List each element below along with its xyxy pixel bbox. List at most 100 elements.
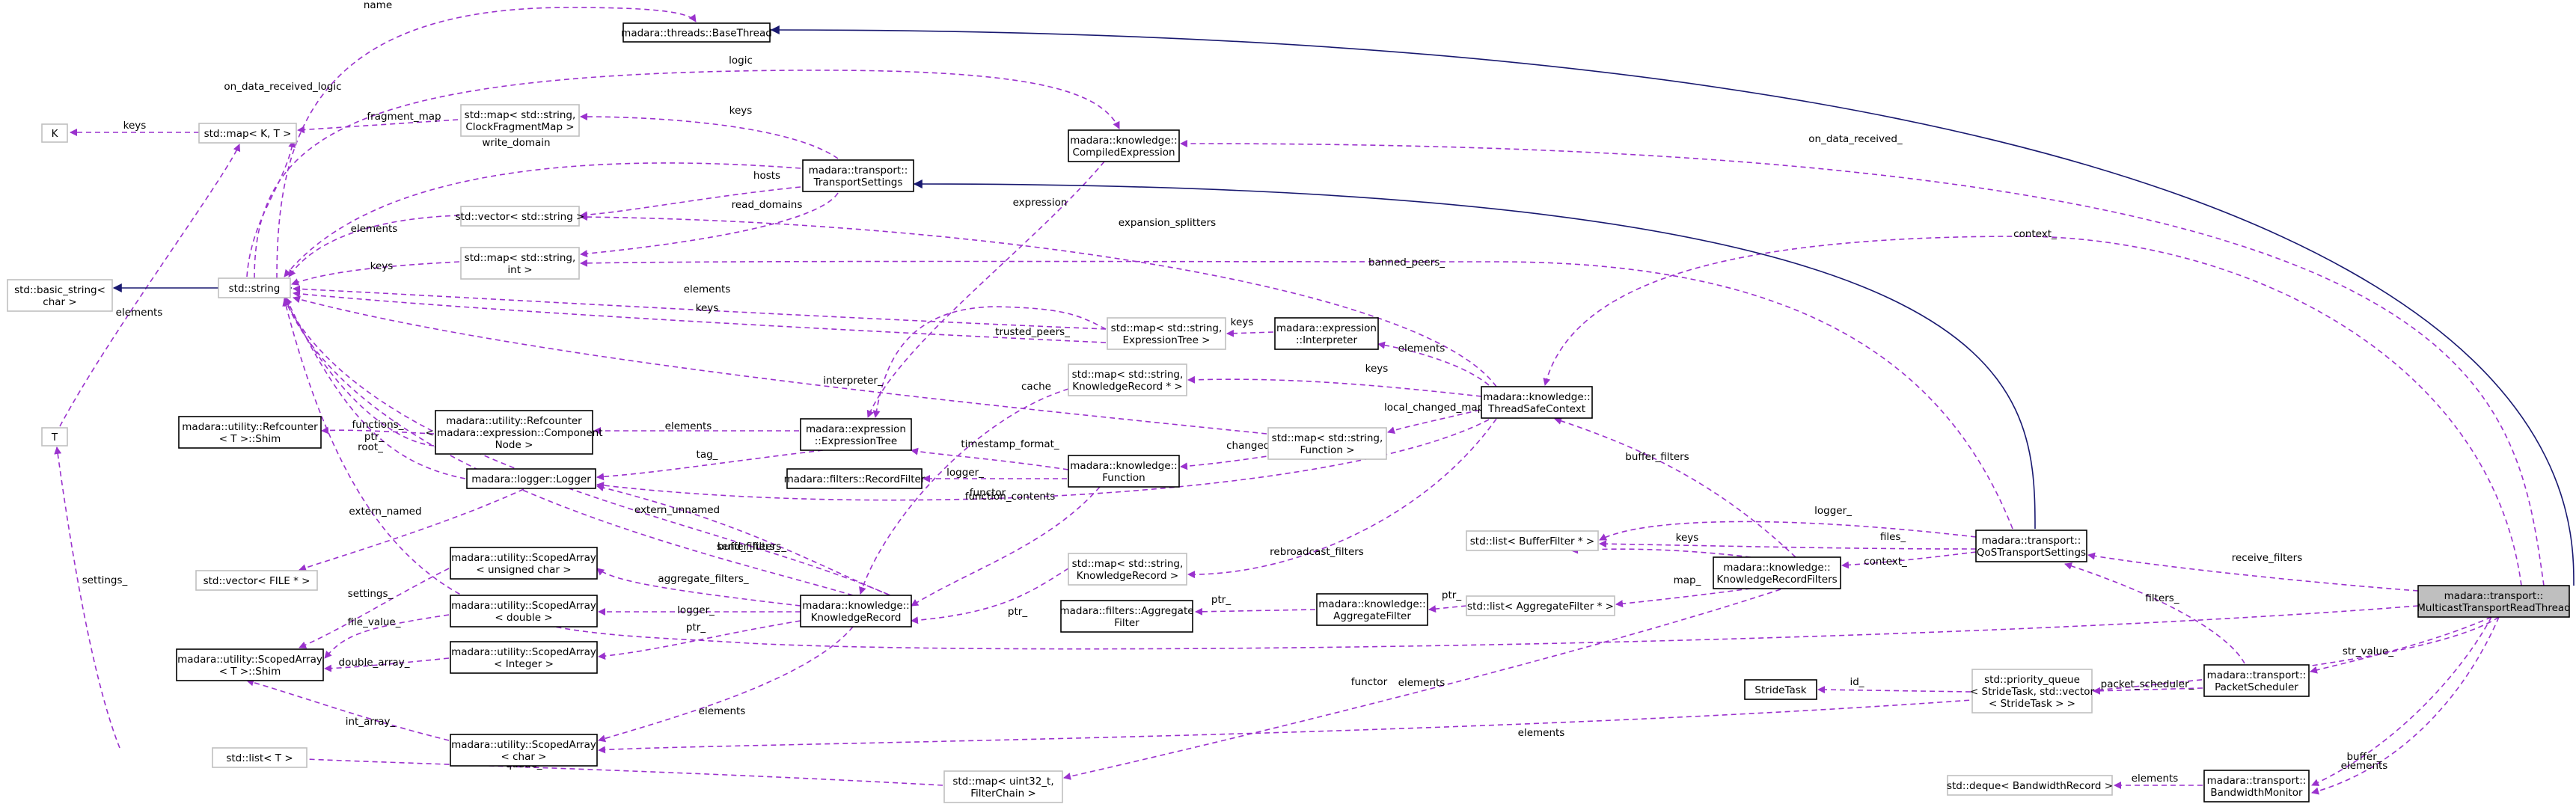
usage-edge — [1615, 588, 1752, 608]
class-node-function[interactable]: madara::knowledge::Function — [1068, 455, 1180, 488]
edge-label: elements — [665, 420, 712, 432]
class-node-label: std::map< std::string, — [1072, 369, 1184, 381]
class-node-list-aggregate[interactable]: std::list< AggregateFilter * > — [1466, 595, 1615, 616]
class-node-multicast[interactable]: madara::transport::MulticastTransportRea… — [2417, 585, 2571, 618]
class-node-box — [1267, 427, 1387, 460]
class-node-box — [460, 104, 580, 137]
usage-edge — [293, 295, 1267, 435]
class-node-bandwidth-monitor[interactable]: madara::transport::BandwidthMonitor — [2203, 770, 2310, 803]
class-node-scoped-char[interactable]: madara::utility::ScopedArray< char > — [450, 734, 598, 767]
class-node-k[interactable]: K — [41, 123, 68, 143]
edge-label: aggregate_filters_ — [658, 573, 749, 585]
class-node-aggregate-filter-k[interactable]: madara::knowledge::AggregateFilter — [1316, 593, 1428, 626]
edge-label: tag_ — [697, 449, 718, 461]
edge-label: ptr_ — [1442, 589, 1461, 601]
class-node-label: QoSTransportSettings — [1977, 547, 2086, 559]
class-node-threadsafe[interactable]: madara::knowledge::ThreadSafeContext — [1481, 386, 1593, 419]
class-node-label: KnowledgeRecord — [811, 612, 902, 624]
class-node-list-t[interactable]: std::list< T > — [212, 747, 308, 768]
usage-edge — [1226, 329, 1274, 337]
class-node-priority-queue[interactable]: std::priority_queue< StrideTask, std::ve… — [1970, 669, 2095, 714]
class-node-base-thread[interactable]: madara::threads::BaseThread — [621, 22, 772, 43]
class-node-qos[interactable]: madara::transport::QoSTransportSettings — [1975, 530, 2087, 562]
class-node-label: < T >::Shim — [219, 666, 281, 678]
class-node-scoped-shim[interactable]: madara::utility::ScopedArray< T >::Shim — [176, 648, 324, 681]
class-node-interpreter[interactable]: madara::expression::Interpreter — [1274, 317, 1379, 350]
class-node-label: std::map< std::string, — [465, 109, 576, 121]
class-node-knowledge-record[interactable]: madara::knowledge::KnowledgeRecord — [800, 595, 912, 627]
edge-label: ptr_ — [686, 622, 706, 633]
edge-label: ptr_ — [1008, 606, 1027, 618]
usage-edge — [580, 259, 2013, 530]
usage-edge — [598, 620, 801, 660]
class-node-basic-string[interactable]: std::basic_string<char > — [7, 279, 113, 312]
class-node-vector-string[interactable]: std::vector< std::string > — [456, 206, 585, 227]
usage-edge — [246, 678, 450, 741]
class-node-box — [800, 595, 912, 627]
class-node-record-filter[interactable]: madara::filters::RecordFilter — [784, 468, 926, 489]
class-node-map-k-t[interactable]: std::map< K, T > — [198, 123, 297, 144]
class-node-scoped-uchar[interactable]: madara::utility::ScopedArray< unsigned c… — [450, 547, 598, 580]
class-node-map-int[interactable]: std::map< std::string,int > — [460, 247, 580, 280]
class-node-label: int > — [507, 264, 532, 276]
class-node-list-buffer[interactable]: std::list< BufferFilter * > — [1466, 530, 1599, 551]
class-node-label: std::deque< BandwidthRecord > — [1947, 780, 2113, 792]
class-node-deque-bw[interactable]: std::deque< BandwidthRecord > — [1947, 775, 2113, 796]
class-node-scoped-double[interactable]: madara::utility::ScopedArray< double > — [450, 595, 598, 627]
edges-layer — [54, 7, 2575, 795]
edge-label: buffer_filters — [1625, 451, 1689, 463]
class-node-refcounter-shim[interactable]: madara::utility::Refcounter< T >::Shim — [178, 416, 322, 449]
class-node-aggregate-filter-f[interactable]: madara::filters::AggregateFilter — [1059, 600, 1194, 633]
class-node-stride-task[interactable]: StrideTask — [1744, 679, 1817, 700]
class-node-label: std::priority_queue — [1984, 674, 2080, 686]
class-node-label: std::list< BufferFilter * > — [1470, 536, 1594, 547]
usage-edge — [321, 426, 435, 435]
class-node-map-kr-ptr[interactable]: std::map< std::string,KnowledgeRecord * … — [1068, 363, 1187, 396]
usage-edge — [866, 161, 1105, 418]
class-node-vector-file[interactable]: std::vector< FILE * > — [195, 570, 318, 591]
class-node-label: KnowledgeRecordFilters — [1716, 574, 1837, 586]
class-node-compiled-expr[interactable]: madara::knowledge::CompiledExpression — [1068, 129, 1180, 162]
class-node-expression-tree[interactable]: madara::expression::ExpressionTree — [800, 418, 912, 451]
class-node-map-kr[interactable]: std::map< std::string,KnowledgeRecord > — [1068, 553, 1187, 586]
edge-label: logger_ — [946, 467, 984, 479]
edge-label: on_data_received_logic — [224, 81, 341, 93]
edge-label: elements — [1398, 343, 1445, 355]
class-node-packet-scheduler[interactable]: madara::transport::PacketScheduler — [2203, 664, 2310, 697]
class-node-label: madara::utility::ScopedArray — [451, 552, 596, 564]
class-node-label: BandwidthMonitor — [2210, 787, 2303, 799]
edge-label: ptr_ — [364, 431, 384, 443]
class-node-map-function[interactable]: std::map< std::string,Function > — [1267, 427, 1387, 460]
class-node-label: std::string — [229, 283, 281, 295]
class-node-label: madara::threads::BaseThread — [621, 28, 772, 40]
usage-edge — [288, 215, 460, 277]
class-node-label: < unsigned char > — [476, 564, 571, 576]
class-node-label: madara::transport:: — [809, 165, 908, 177]
class-node-label: std::map< std::string, — [1111, 322, 1223, 334]
class-node-map-filterchain[interactable]: std::map< uint32_t,FilterChain > — [943, 770, 1063, 803]
class-node-label: Function > — [1300, 444, 1354, 456]
class-node-map-exptree[interactable]: std::map< std::string,ExpressionTree > — [1107, 317, 1226, 350]
edge-label: files_ — [1880, 531, 1906, 543]
class-node-std-string[interactable]: std::string — [218, 277, 291, 298]
class-node-box — [460, 247, 580, 280]
class-node-t[interactable]: T — [41, 427, 68, 447]
class-node-map-clock[interactable]: std::map< std::string,ClockFragmentMap > — [460, 104, 580, 137]
edge-label: elements — [684, 283, 731, 295]
class-node-refcounter-node[interactable]: madara::utility::Refcounter< madara::exp… — [425, 410, 603, 455]
edge-label: elements — [1518, 727, 1565, 739]
class-node-logger[interactable]: madara::logger::Logger — [466, 468, 596, 489]
usage-edge — [1428, 605, 1467, 613]
class-node-label: < double > — [495, 612, 552, 624]
class-node-box — [1316, 593, 1428, 626]
class-node-krf[interactable]: madara::knowledge::KnowledgeRecordFilter… — [1713, 556, 1841, 589]
class-node-scoped-integer[interactable]: madara::utility::ScopedArray< Integer > — [450, 641, 598, 674]
class-node-transport-settings[interactable]: madara::transport::TransportSettings — [802, 159, 914, 192]
class-node-label: madara::utility::Refcounter — [446, 415, 582, 427]
class-node-box — [802, 159, 914, 192]
usage-edge — [324, 657, 450, 672]
class-node-box — [1947, 775, 2113, 796]
class-node-box — [450, 595, 598, 627]
usage-edge — [2311, 616, 2492, 786]
edge-label: elements — [116, 307, 163, 319]
